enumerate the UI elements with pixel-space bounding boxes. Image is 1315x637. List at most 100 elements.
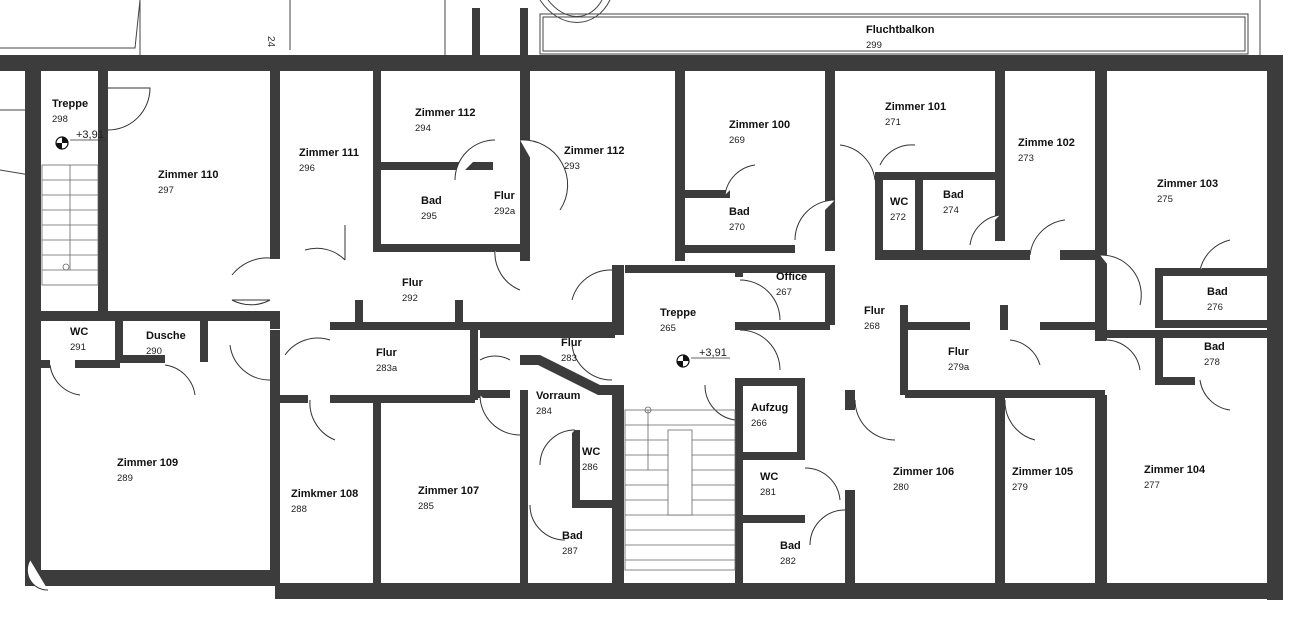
room-number: 274 [943,205,959,216]
room-name: Zimmer 109 [117,457,178,469]
room-bad-274: Bad 274 [943,189,964,216]
room-name: Zimmer 111 [299,147,359,159]
staircase-left [41,164,99,286]
room-number: 297 [158,185,174,196]
room-zimmer-101: Zimmer 101 271 [885,101,946,128]
room-name: Zimkmer 108 [291,488,358,500]
room-number: 273 [1018,153,1034,164]
room-name: Zimmer 103 [1157,178,1218,190]
room-name: Bad [421,195,442,207]
room-name: Fluchtbalkon [866,24,935,36]
room-name: Bad [729,206,750,218]
room-name: Vorraum [536,390,581,402]
room-zimkmer-108: Zimkmer 108 288 [291,488,358,515]
room-number: 271 [885,117,901,128]
room-number: 296 [299,163,315,174]
room-number: 272 [890,212,906,223]
room-name: Flur [376,347,397,359]
room-name: Zimmer 104 [1144,464,1206,476]
room-number: 295 [421,211,437,222]
room-number: 279a [948,362,970,373]
room-name: Bad [562,530,583,542]
room-name: Zimmer 110 [158,169,219,181]
room-number: 284 [536,406,552,417]
room-name: Zimmer 100 [729,119,790,131]
room-name: WC [582,446,600,458]
room-name: Zimme 102 [1018,137,1075,149]
room-name: Bad [943,189,964,201]
room-bad-287: Bad 287 [562,530,583,557]
room-number: 292a [494,206,516,217]
room-flur-268: Flur 268 [864,305,885,332]
room-bad-270: Bad 270 [729,206,750,233]
level-marker-left: +3,91 [55,129,106,150]
room-zimmer-110: Zimmer 110 297 [158,169,219,196]
room-wc-286: WC 286 [582,446,600,473]
room-name: WC [70,326,88,338]
room-name: Flur [864,305,885,317]
room-zimmer-105: Zimmer 105 279 [1012,466,1073,493]
room-number: 266 [751,418,767,429]
room-bad-276: Bad 276 [1207,286,1228,313]
room-flur-283: Flur 283 [561,337,582,364]
room-number: 278 [1204,357,1220,368]
room-name: WC [760,471,778,483]
adjacent-building-outline [0,0,1261,176]
room-name: Zimmer 101 [885,101,946,113]
room-name: Zimmer 105 [1012,466,1073,478]
room-name: Flur [402,277,423,289]
room-name: Flur [948,346,969,358]
doors [26,87,1231,591]
room-number: 291 [70,342,86,353]
room-number: 269 [729,135,745,146]
room-number: 293 [564,161,580,172]
room-number: 267 [776,287,792,298]
room-name: WC [890,196,908,208]
room-number: 279 [1012,482,1028,493]
room-number: 287 [562,546,578,557]
room-aufzug-266: Aufzug 266 [751,402,788,429]
room-treppe-265: Treppe 265 [660,307,696,334]
room-number: 285 [418,501,434,512]
room-number: 283a [376,363,398,374]
room-wc-272: WC 272 [890,196,908,223]
room-number: 282 [780,556,796,567]
room-number: 277 [1144,480,1160,491]
room-name: Bad [1207,286,1228,298]
staircase-center [624,406,736,571]
room-number: 270 [729,222,745,233]
room-number: 288 [291,504,307,515]
outer-walls [0,55,1283,600]
room-number: 275 [1157,194,1173,205]
room-zimmer-103: Zimmer 103 275 [1157,178,1218,205]
room-number: 265 [660,323,676,334]
room-number: 268 [864,321,880,332]
room-name: Treppe [660,307,696,319]
balcony [472,0,1249,58]
room-name: Aufzug [751,402,788,414]
room-number: 276 [1207,302,1223,313]
room-flur-279a: Flur 279a [948,346,970,373]
room-number: 283 [561,353,577,364]
room-name: Treppe [52,98,88,110]
room-name: Zimmer 112 [415,107,476,119]
room-number: 286 [582,462,598,473]
dimension-label: 24 [265,36,276,48]
room-number: 290 [146,346,162,357]
room-number: 299 [866,40,882,51]
room-name: Flur [561,337,582,349]
room-zimme-102: Zimme 102 273 [1018,137,1075,164]
room-zimmer-104: Zimmer 104 277 [1144,464,1206,491]
